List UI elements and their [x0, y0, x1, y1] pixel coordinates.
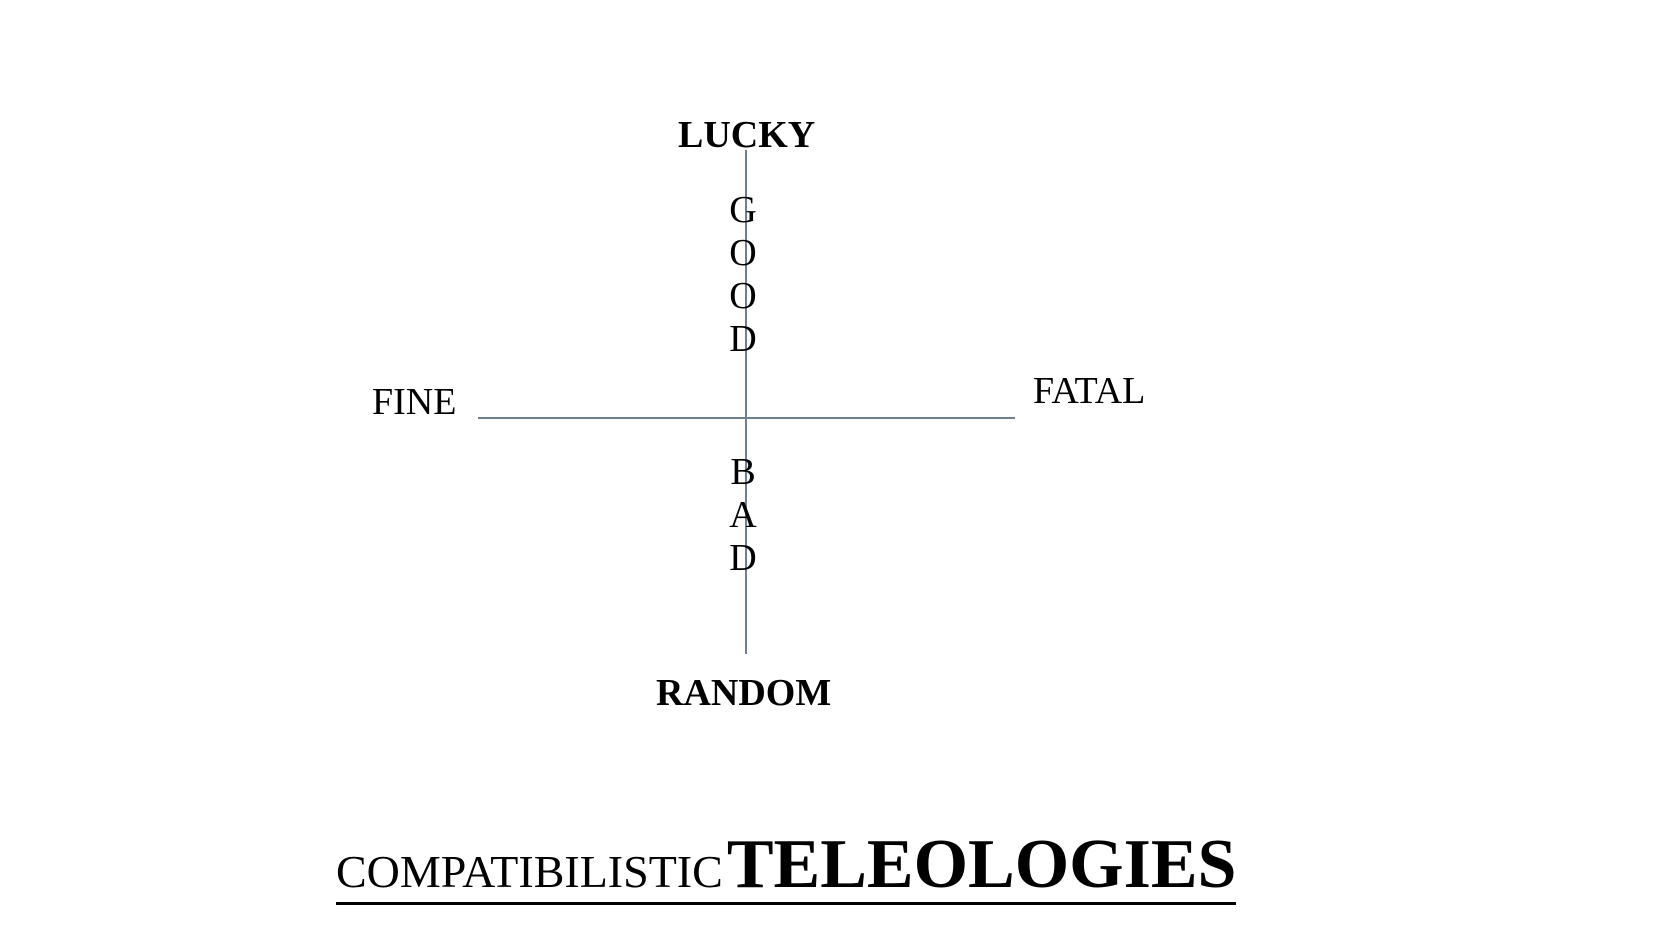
caption-small-text: COMPATIBILISTIC	[336, 846, 723, 897]
horizontal-axis-line	[478, 417, 1015, 419]
upper-axis-word: GOOD	[729, 189, 757, 360]
diagram-caption: COMPATIBILISTIC TELEOLOGIES	[336, 830, 1237, 905]
axis-right-label: FATAL	[1033, 370, 1146, 412]
axis-top-label: LUCKY	[678, 114, 816, 156]
vertical-axis-line	[745, 150, 747, 654]
axis-left-label: FINE	[372, 381, 457, 423]
axis-bottom-label: RANDOM	[656, 672, 832, 714]
caption-large-text: TELEOLOGIES	[726, 826, 1237, 903]
lower-axis-word: BAD	[729, 451, 757, 579]
